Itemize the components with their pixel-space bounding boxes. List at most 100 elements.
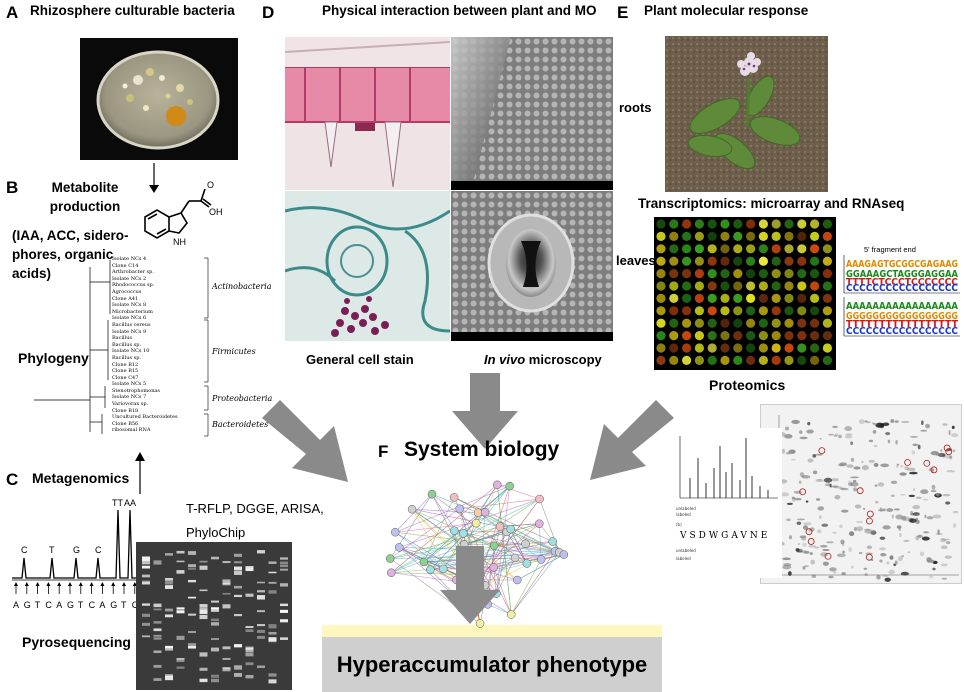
petri-dish-photo bbox=[80, 38, 238, 160]
sequence-logo: 5' fragment end AAAGAGTGCGGCGAGAAG GGAAA… bbox=[840, 245, 964, 337]
svg-text:GGGGGGGGGGGGGGGGG: GGGGGGGGGGGGGGGGG bbox=[846, 311, 958, 322]
tree-taxon: Variovorax sp. bbox=[112, 401, 149, 408]
panel-letter-f: F bbox=[378, 442, 389, 461]
techniques-line: T-RFLP, DGGE, ARISA, bbox=[186, 501, 324, 516]
tree-group-label: Proteobacteria bbox=[212, 394, 273, 403]
tree-taxon: Bacillus sp. bbox=[112, 341, 141, 348]
microarray-image bbox=[654, 217, 836, 370]
sequence-base: G bbox=[24, 600, 31, 610]
sequence-base: G bbox=[67, 600, 74, 610]
arrow-d-to-f-icon bbox=[452, 373, 518, 449]
sequence-base: C bbox=[132, 600, 139, 610]
svg-text:CCCCCCCCCCCCCCCCC: CCCCCCCCCCCCCCCCC bbox=[846, 283, 958, 294]
phylogeny-label: Phylogeny bbox=[18, 350, 89, 366]
tree-taxon: Clone C47 bbox=[112, 374, 139, 381]
proteomics-label: Proteomics bbox=[709, 377, 786, 393]
panel-b-title: Metabolite production bbox=[40, 178, 130, 216]
sem-surface-micrograph bbox=[451, 37, 613, 190]
sequence-base: T bbox=[78, 600, 84, 610]
pyrosequencing-label: Pyrosequencing bbox=[22, 634, 131, 650]
tree-taxon: Isolate NCs 5 bbox=[112, 381, 147, 388]
tree-taxon: Bacillus bbox=[112, 335, 133, 342]
svg-text:CCCCCCCCCCCCCCCCC: CCCCCCCCCCCCCCCCC bbox=[846, 326, 958, 337]
techniques-list: T-RFLP, DGGE, ARISA, PhyloChip bbox=[186, 497, 324, 545]
metabolite-line: phores, organic bbox=[12, 247, 114, 262]
arrow-b-to-f-icon bbox=[262, 400, 348, 482]
panel-e-title: Plant molecular response bbox=[644, 3, 809, 18]
panel-d-title: Physical interaction between plant and M… bbox=[322, 3, 597, 18]
sem-stomata-micrograph bbox=[451, 191, 613, 341]
tree-taxon: Uncultured Bacteroidetes bbox=[112, 414, 178, 421]
tree-taxon: Clone B56 bbox=[112, 420, 139, 427]
phenotype-label: Hyperaccumulator phenotype bbox=[336, 651, 648, 677]
metabolite-list: (IAA, ACC, sidero- phores, organic acids… bbox=[12, 226, 129, 283]
pyro-peak-label: C bbox=[21, 545, 28, 555]
metabolite-line: acids) bbox=[12, 266, 52, 281]
svg-text:NH: NH bbox=[173, 237, 186, 247]
general-cell-stain-label: General cell stain bbox=[306, 352, 414, 367]
svg-text:(b): (b) bbox=[676, 522, 682, 527]
svg-text:TTTTTTTTTTTTTTTTT: TTTTTTTTTTTTTTTTT bbox=[846, 319, 958, 330]
svg-text:AAAGAGTGCGGCGAGAAG: AAAGAGTGCGGCGAGAAG bbox=[846, 259, 958, 270]
tree-taxon: Clone B15 bbox=[112, 368, 139, 375]
arrow-e-to-f-icon bbox=[590, 400, 674, 480]
pyro-peak-label: AA bbox=[124, 498, 136, 508]
techniques-line: PhyloChip bbox=[186, 525, 246, 540]
panel-b-title-line: production bbox=[49, 199, 121, 214]
arrow-f-to-phenotype-icon bbox=[440, 546, 500, 624]
tree-taxon: Clone B12 bbox=[112, 361, 139, 368]
tree-taxon: Isolate NCs 2 bbox=[112, 275, 147, 282]
plant-photo bbox=[665, 36, 828, 192]
sequence-base: C bbox=[89, 600, 96, 610]
leaves-label: leaves bbox=[616, 253, 656, 268]
tree-taxon: Agrococcus bbox=[112, 288, 142, 295]
tree-taxon: Stenotrophomonas bbox=[112, 387, 160, 394]
sequence-base: A bbox=[56, 600, 62, 610]
tree-taxon: Isolate NCs 9 bbox=[112, 328, 147, 335]
metabolite-line: (IAA, ACC, sidero- bbox=[12, 228, 129, 243]
panel-letter-b: B bbox=[6, 178, 19, 197]
panel-a-title: Rhizosphere culturable bacteria bbox=[30, 3, 235, 18]
stained-root-micrograph bbox=[285, 37, 450, 190]
2d-gel-image bbox=[760, 404, 962, 584]
panel-c-title: Metagenomics bbox=[32, 470, 130, 486]
svg-text:TTTTCTCCCTCCCCCCC: TTTTCTCCCTCCCCCCC bbox=[846, 277, 958, 288]
sequence-base: A bbox=[99, 600, 105, 610]
pyro-peak-label: TT bbox=[112, 498, 123, 508]
in-vivo-microscopy-label: In vivo microscopy bbox=[484, 352, 602, 367]
sequence-base: T bbox=[35, 600, 41, 610]
sequence-base: T bbox=[121, 600, 127, 610]
panel-letter-c: C bbox=[6, 470, 19, 489]
tree-taxon: Bacillus sp. bbox=[112, 354, 141, 361]
tree-taxon: Clone B18 bbox=[112, 407, 139, 414]
tree-taxon: Arthrobacter sp. bbox=[112, 269, 154, 276]
transcriptomics-label: Transcriptomics: microarray and RNAseq bbox=[638, 196, 905, 211]
svg-text:unlabeled: unlabeled bbox=[676, 548, 696, 553]
tree-taxon: Clone C14 bbox=[112, 262, 139, 269]
pyro-peak-label: C bbox=[95, 545, 102, 555]
panel-letter-d: D bbox=[262, 3, 275, 22]
tree-taxon: Clone A41 bbox=[112, 295, 139, 302]
tree-taxon: Isolate NCs 10 bbox=[112, 348, 150, 355]
roots-label: roots bbox=[619, 100, 652, 115]
svg-text:VSDWGAVNE: VSDWGAVNE bbox=[679, 531, 770, 541]
panel-letter-a: A bbox=[6, 3, 19, 22]
pyro-peak-label: T bbox=[49, 545, 55, 555]
fragment-end-label: 5' fragment end bbox=[864, 245, 916, 254]
in-vivo-italic: In vivo bbox=[484, 352, 526, 367]
tree-group-label: Actinobacteria bbox=[212, 282, 272, 291]
tree-group-label: Bacteroidetes bbox=[212, 420, 269, 429]
tree-taxon: Bacillus cereus bbox=[112, 321, 151, 328]
sequence-base: C bbox=[45, 600, 52, 610]
panel-b-title-line: Metabolite bbox=[51, 180, 119, 195]
arrow-c-to-b-icon bbox=[135, 452, 145, 494]
tree-taxon: Isolate NCs 6 bbox=[112, 315, 147, 322]
svg-text:labeled: labeled bbox=[676, 512, 691, 517]
tree-taxon: Isolate NCs 4 bbox=[112, 256, 147, 262]
svg-text:O: O bbox=[207, 180, 214, 190]
iaa-molecule-icon: O OH NH bbox=[144, 180, 223, 247]
